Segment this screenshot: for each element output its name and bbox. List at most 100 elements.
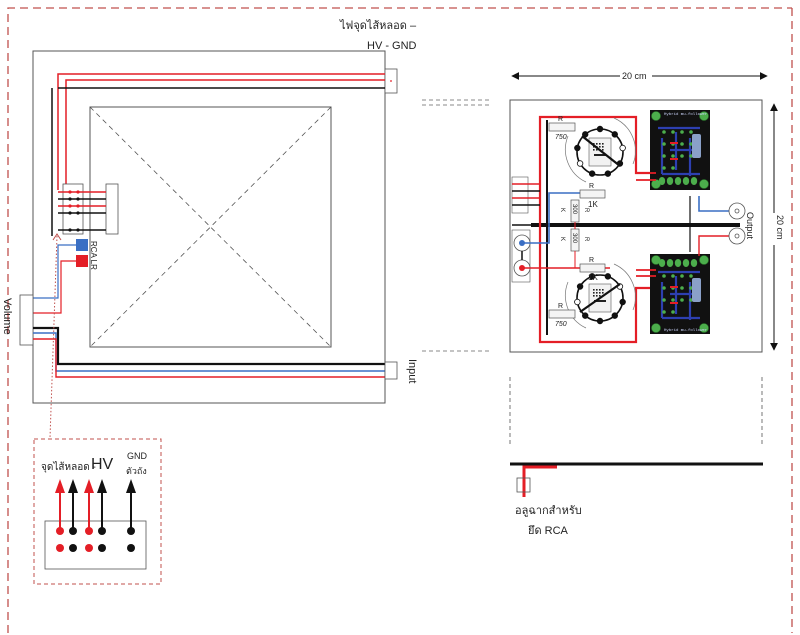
separator-dashes <box>422 99 490 352</box>
mount-hole-icon <box>651 323 661 333</box>
tube-grid-dot <box>593 289 595 291</box>
pin-dot-top <box>85 527 93 535</box>
tube-pin-open <box>576 160 584 167</box>
header-pin <box>666 177 674 185</box>
svg-text:R: R <box>589 183 594 190</box>
pin-hv-black <box>97 479 107 552</box>
tube-grid-dot <box>602 289 604 291</box>
pcb-pad <box>662 286 666 290</box>
pcb-chip <box>692 134 701 158</box>
tube-pin <box>596 125 604 133</box>
arrow-up-icon <box>97 479 107 493</box>
header-pin <box>682 177 690 185</box>
tube-pin <box>604 170 612 177</box>
resistor-750-bottom: R 750 <box>548 303 576 328</box>
tube-grid-dot <box>602 143 604 145</box>
pin-dot-bottom <box>85 544 93 552</box>
tube-grid-dot <box>593 146 595 148</box>
tube-pin <box>582 312 589 319</box>
pin-heater-red <box>84 479 94 552</box>
mount-hole-icon <box>699 255 709 265</box>
volume-pot <box>19 294 34 346</box>
connector-pins <box>55 479 136 552</box>
svg-text:750: 750 <box>555 321 567 328</box>
svg-text:R: R <box>589 257 594 264</box>
mount-hole-icon <box>699 323 709 333</box>
tube-grid-dot <box>602 292 604 294</box>
top-wires <box>51 73 385 236</box>
pcb-pad <box>680 142 684 146</box>
tube-pin <box>574 144 581 152</box>
heater-label: จุดไส้หลอด - <box>41 461 96 473</box>
resistor-1k-top: R 1K <box>579 183 606 209</box>
input-label: Input <box>406 359 418 383</box>
tube-grid-dot <box>599 146 601 148</box>
header-pin <box>674 177 682 185</box>
mount-hole-icon <box>651 111 661 121</box>
rca-label: RCA LR <box>89 241 98 270</box>
arrow-up-icon <box>84 479 94 493</box>
hv-label: HV <box>91 456 114 473</box>
header-pin <box>674 259 682 267</box>
chassis-inner-frame <box>60 74 355 88</box>
mount-hole-icon <box>699 111 709 121</box>
pcb-title: Hybrid mu-follower <box>664 112 708 117</box>
pin-gnd-black <box>126 479 136 552</box>
header-pin <box>690 177 698 185</box>
socket-arc <box>565 135 587 183</box>
tube-socket-bottom <box>565 263 636 329</box>
tube-grid-dot <box>599 295 601 297</box>
tube-pin <box>588 170 596 177</box>
pcb-title: Hybrid mu-follower <box>664 328 708 333</box>
pin-heater-red <box>55 479 65 552</box>
width-dimension-label: 20 cm <box>622 71 647 81</box>
tube-grid-dot <box>596 295 598 297</box>
pcb-pad <box>662 274 666 278</box>
tube-socket-top <box>565 117 636 183</box>
height-dimension-label: 20 cm <box>775 215 785 240</box>
header-pin <box>666 259 674 267</box>
socket-arc <box>565 281 587 329</box>
tube-pin <box>596 317 604 325</box>
outer-dashed-frame <box>7 7 793 633</box>
hv-gnd-label-line2: HV - GND <box>367 40 417 52</box>
right-board-view: 20 cm 20 cm <box>509 70 785 353</box>
tube-pin <box>576 283 584 290</box>
tube-grid-dot <box>602 149 604 151</box>
pcb-pad <box>680 274 684 278</box>
bracket-detail: อลูฉากสำหรับ ยึด RCA <box>509 377 763 537</box>
tube-pin <box>611 131 618 138</box>
arrow-up-icon <box>126 479 136 493</box>
input-terminal <box>384 361 398 380</box>
pcb-pad <box>662 298 666 302</box>
tube-grid-dot <box>596 143 598 145</box>
pcb-pad <box>662 154 666 158</box>
pin-dot-top <box>69 527 77 535</box>
pcb-pad <box>680 154 684 158</box>
tube-grid-dot <box>602 146 604 148</box>
socket-arc <box>613 117 636 165</box>
transformer-box <box>89 106 332 348</box>
pcb-pad <box>689 298 693 302</box>
pcb-chip <box>692 278 701 302</box>
pin-hv-black <box>68 479 78 552</box>
svg-text:K: K <box>559 237 565 241</box>
tube-pin <box>619 298 626 306</box>
svg-text:750: 750 <box>555 134 567 141</box>
pcb-module-bottom: Hybrid mu-follower <box>636 254 710 334</box>
tube-grid-dot <box>596 289 598 291</box>
pcb-resistor-mark <box>670 158 678 160</box>
chassis-label: ตัวถัง <box>126 466 147 476</box>
arrow-up-icon <box>68 479 78 493</box>
rca-jack-left-blue <box>76 239 88 251</box>
heater-jumper <box>581 135 621 167</box>
arrow-up-icon <box>55 479 65 493</box>
pcb-resistor-mark <box>670 286 678 288</box>
pcb-pad <box>671 154 675 158</box>
pcb-pad <box>671 310 675 314</box>
svg-text:300: 300 <box>571 204 577 215</box>
svg-text:R: R <box>558 116 563 123</box>
pcb-pad <box>662 142 666 146</box>
pcb-pad <box>689 154 693 158</box>
pcb-pad <box>689 286 693 290</box>
